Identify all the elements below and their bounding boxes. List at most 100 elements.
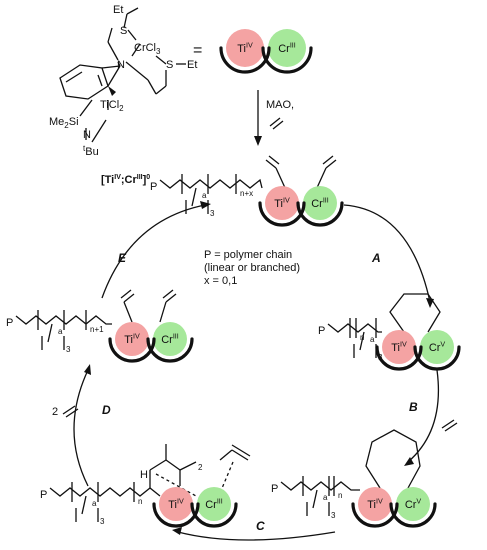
ti-label: TiIV	[124, 333, 140, 346]
s-top-label: S	[120, 25, 127, 37]
step-b-arrow	[407, 369, 440, 463]
cr-label: CrIII	[311, 197, 329, 210]
n-amide-label: N	[83, 129, 91, 141]
cr-support-cup	[261, 46, 313, 74]
step-b-ethylene-icon	[441, 419, 455, 429]
polymer-a-label: a	[202, 191, 207, 200]
equals-sign: =	[193, 42, 202, 59]
polymer-three-label: 3	[100, 517, 105, 526]
mao-label: MAO,	[266, 99, 294, 111]
step-e-label: E	[118, 251, 127, 265]
polymer-a-label: a	[323, 493, 328, 502]
ti-center	[382, 330, 416, 364]
agostic-h-label: H	[140, 469, 148, 481]
cr-support-cup	[190, 502, 238, 528]
polymer-chain-left: Pa3 n+1	[6, 310, 112, 354]
cr-center	[197, 487, 231, 521]
step-d-reagent-count: 2	[52, 406, 58, 418]
polymer-backbone	[327, 323, 382, 333]
polymer-n-label: n+1	[90, 325, 104, 334]
species-bottom-right-unit: TiIV CrV	[351, 487, 437, 528]
ti-center	[358, 487, 392, 521]
step-c-label: C	[256, 519, 265, 533]
polymer-backbone	[159, 178, 263, 189]
ti-support-cup	[152, 502, 200, 528]
polymer-three-label: 3	[378, 353, 383, 362]
ti-label: TiIV	[274, 197, 290, 210]
polymer-backbone	[49, 487, 161, 497]
polymer-a-label: a	[58, 327, 63, 336]
cr-label: CrIII	[278, 42, 296, 55]
cr-support-cup	[296, 201, 344, 227]
tbu-label: tBu	[83, 144, 99, 158]
step-a-label: A	[371, 251, 381, 265]
polymer-three-label: 3	[66, 345, 71, 354]
polymer-p-label: P	[40, 489, 47, 501]
polymer-chain-bottom-right: Pa3 n	[271, 476, 360, 520]
cr-center	[268, 29, 306, 67]
legend-line-1: P = polymer chain	[204, 249, 292, 261]
cr-center	[420, 330, 454, 364]
step-a-arrow	[343, 204, 431, 303]
step-b-label: B	[409, 400, 418, 414]
cr-center	[396, 487, 430, 521]
step-d-ethylene-icon	[62, 405, 76, 415]
species-top-unit: TiIV CrIII	[258, 186, 344, 227]
ti-support-cup	[258, 201, 306, 227]
polymer-p-label: P	[6, 317, 13, 329]
branch-two-label: 2	[198, 463, 203, 472]
et-right-label: Et	[187, 59, 197, 71]
et-top-label: Et	[113, 4, 123, 16]
cr-label: CrV	[429, 341, 446, 354]
polymer-a-label: a	[370, 335, 375, 344]
ti-label: TiIV	[237, 42, 253, 55]
ti-support-cup	[375, 345, 423, 371]
polymer-chain-right: Pa3 n	[318, 318, 383, 362]
polymer-chain-bottom-left: Pa3 n	[40, 482, 161, 526]
polymer-n-label: n	[338, 491, 342, 500]
ti-support-cup	[219, 46, 271, 74]
polymer-n-label: n+x	[240, 189, 253, 198]
species-left-unit: TiIV CrIII	[108, 322, 194, 363]
ti-label: TiIV	[168, 498, 184, 511]
ti-center	[159, 487, 193, 521]
polymer-a-label: a	[92, 499, 97, 508]
step-d-label: D	[102, 403, 111, 417]
legend-line-2: (linear or branched)	[204, 262, 300, 274]
cr-center	[303, 186, 337, 220]
catalyst-notation: [TiIV;CrIII]0	[101, 174, 150, 186]
ti-center	[265, 186, 299, 220]
ti-support-cup	[351, 502, 399, 528]
cr-support-cup	[413, 345, 461, 371]
polymer-n-label: n	[138, 497, 142, 506]
ti-label: TiIV	[367, 498, 383, 511]
catalyst-structure: Et S CrCl3 N S Et TiCl2 Me2Si N tBu	[49, 4, 197, 158]
ticl2-label: TiCl2	[100, 99, 124, 113]
step-c-arrow	[177, 531, 336, 541]
crcl3-label: CrCl3	[134, 42, 161, 56]
cr-label: CrV	[405, 498, 422, 511]
s-right-label: S	[166, 59, 173, 71]
ti-center	[226, 29, 264, 67]
legend-line-3: x = 0,1	[204, 275, 237, 287]
polymer-p-label: P	[271, 483, 278, 495]
catalyst-units-layer: TiIV CrIII TiIV CrIII TiIV CrIII TiIV CrV TiIV Cr…	[6, 29, 461, 528]
me2si-label: Me2Si	[49, 116, 79, 130]
cr-label: CrIII	[161, 333, 179, 346]
polymer-three-label: 3	[331, 511, 336, 520]
polymer-p-label: P	[150, 181, 157, 193]
ti-center	[115, 322, 149, 356]
polymer-n-label: n	[360, 333, 364, 342]
cr-center	[153, 322, 187, 356]
polymer-p-label: P	[318, 325, 325, 337]
step-e-arrow	[101, 204, 206, 299]
cr-support-cup	[146, 337, 194, 363]
ti-support-cup	[108, 337, 156, 363]
catalyst-unit-reference: TiIV CrIII	[219, 29, 313, 74]
ethylene-reagent-icon	[269, 117, 281, 127]
polymer-backbone	[280, 481, 360, 491]
